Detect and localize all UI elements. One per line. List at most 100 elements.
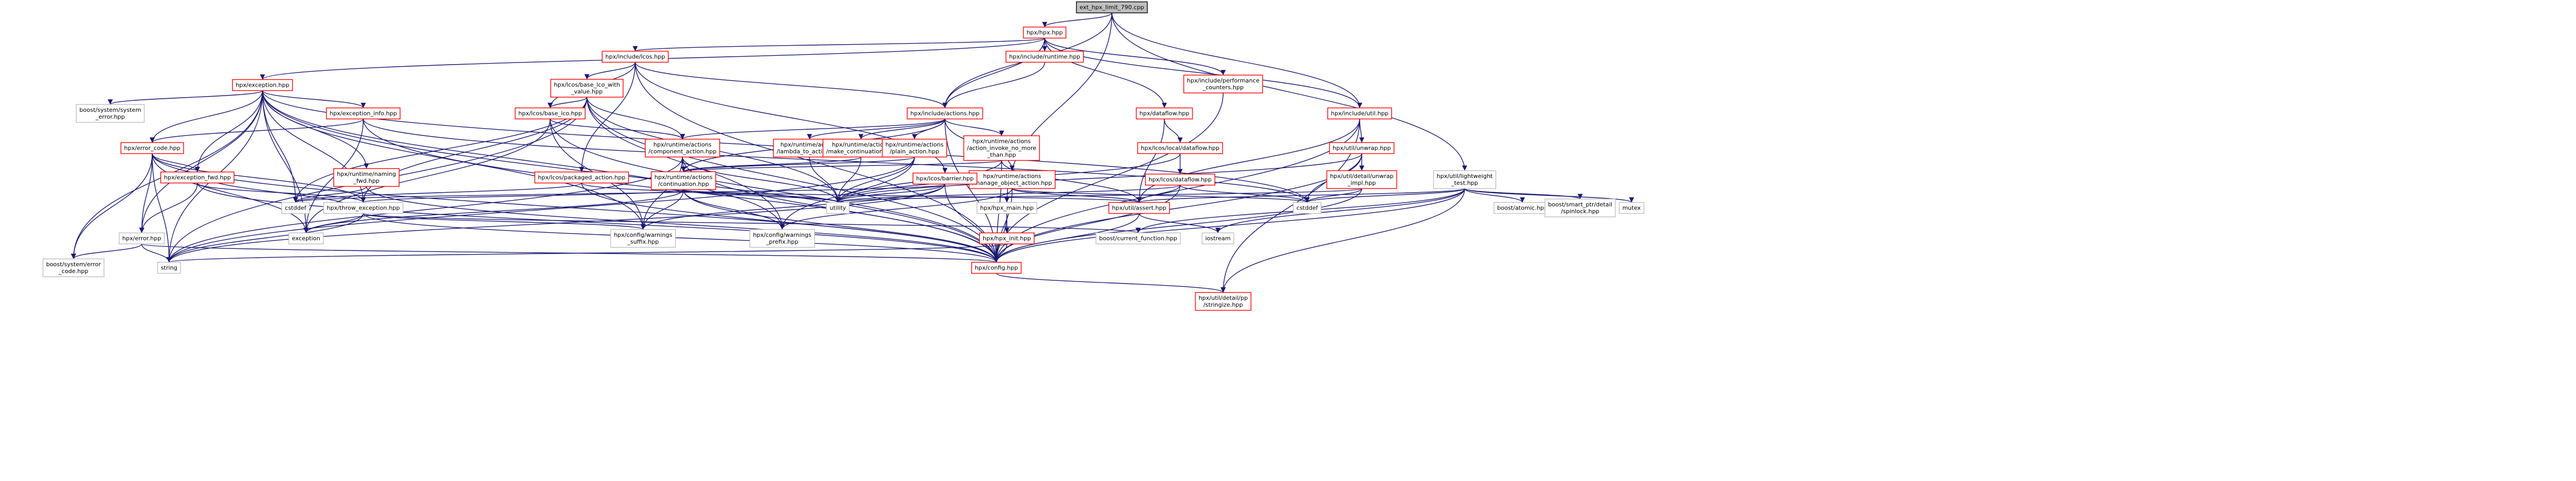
edge-include_actions-to-make_continuation bbox=[858, 119, 945, 140]
edge-layer bbox=[71, 13, 1634, 293]
node-label: hpx/error.hpp bbox=[122, 235, 161, 242]
edge-throw_exception-to-config bbox=[363, 213, 999, 263]
node-continuation[interactable]: hpx/runtime/actions/continuation.hpp bbox=[650, 171, 717, 190]
node-box bbox=[120, 142, 184, 154]
node-label: iostream bbox=[1205, 235, 1231, 242]
node-hpx_init[interactable]: hpx/hpx_init.hpp bbox=[979, 232, 1035, 245]
node-boost_system_error: boost/system/system_error.hpp bbox=[76, 104, 145, 123]
edge-include_util-to-unwrap bbox=[1359, 119, 1364, 143]
node-label: hpx/util/lightweight bbox=[1437, 173, 1493, 180]
node-config[interactable]: hpx/config.hpp bbox=[971, 262, 1022, 274]
node-label: hpx/util/assert.hpp bbox=[1112, 205, 1166, 212]
edge-base_lco_with_value-to-component_action bbox=[586, 97, 685, 140]
node-box bbox=[232, 79, 293, 91]
node-include_lcos[interactable]: hpx/include/lcos.hpp bbox=[602, 50, 669, 63]
edge-include_runtime-to-include_actions bbox=[942, 62, 1045, 108]
edge-component_action-to-warnings_suffix bbox=[640, 156, 683, 230]
node-box bbox=[1195, 292, 1252, 311]
node-hpx_hpp[interactable]: hpx/hpx.hpp bbox=[1023, 26, 1067, 39]
node-local_dataflow[interactable]: hpx/lcos/local/dataflow.hpp bbox=[1137, 142, 1223, 154]
node-warnings_prefix: hpx/config/warnings_prefix.hpp bbox=[749, 229, 815, 248]
node-label: hpx/include/lcos.hpp bbox=[605, 54, 665, 60]
node-base_lco_with_value[interactable]: hpx/lcos/base_lco_with_value.hpp bbox=[550, 79, 624, 98]
edge-error_code-to-string bbox=[152, 153, 172, 263]
node-label: hpx/runtime/actions bbox=[655, 174, 713, 181]
node-unwrap[interactable]: hpx/util/unwrap.hpp bbox=[1329, 142, 1395, 154]
edge-include_lcos-to-base_lco_with_value bbox=[584, 62, 636, 80]
edge-hpx_hpp-to-include_lcos bbox=[633, 37, 1045, 52]
edge-error-to-config bbox=[141, 243, 998, 263]
node-label: boost/atomic.hpp bbox=[1497, 205, 1548, 212]
edge-exception-to-exception_fwd bbox=[195, 90, 263, 172]
node-label: hpx/util/detail/pp bbox=[1198, 295, 1248, 301]
node-box bbox=[157, 262, 181, 274]
edge-throw_exception-to-string bbox=[166, 213, 364, 263]
node-label: _value.hpp bbox=[571, 88, 603, 95]
node-box bbox=[534, 171, 629, 184]
edge-exception-to-error bbox=[139, 90, 263, 233]
node-label: hpx/runtime/actions bbox=[983, 173, 1042, 180]
node-action_invoke[interactable]: hpx/runtime/actions/action_invoke_no_mor… bbox=[963, 135, 1040, 161]
node-exception_fwd[interactable]: hpx/exception_fwd.hpp bbox=[160, 171, 235, 184]
node-exception[interactable]: hpx/exception.hpp bbox=[232, 79, 293, 91]
node-include_actions[interactable]: hpx/include/actions.hpp bbox=[907, 107, 983, 120]
node-box bbox=[1023, 26, 1067, 39]
edge-error-to-string bbox=[141, 244, 172, 263]
node-unwrap_impl[interactable]: hpx/util/detail/unwrap_impl.hpp bbox=[1326, 170, 1397, 189]
edge-lightweight_test-to-boost_atomic bbox=[1464, 188, 1525, 203]
node-label: hpx/runtime/actions bbox=[654, 141, 712, 148]
node-lcos_dataflow[interactable]: hpx/lcos/dataflow.hpp bbox=[1145, 173, 1215, 186]
node-box bbox=[645, 139, 720, 158]
node-error_code[interactable]: hpx/error_code.hpp bbox=[120, 142, 184, 154]
node-component_action[interactable]: hpx/runtime/actions/component_action.hpp bbox=[645, 139, 720, 158]
node-hpx_main: hpx/hpx_main.hpp bbox=[976, 202, 1037, 214]
node-label: hpx/lcos/barrier.hpp bbox=[916, 175, 974, 182]
node-dataflow[interactable]: hpx/dataflow.hpp bbox=[1135, 107, 1193, 120]
edge-unwrap_impl-to-config bbox=[994, 188, 1362, 263]
node-label: hpx/util/detail/unwrap bbox=[1330, 173, 1393, 180]
node-include_util[interactable]: hpx/include/util.hpp bbox=[1327, 107, 1392, 120]
node-label: utility bbox=[829, 205, 846, 212]
node-plain_action[interactable]: hpx/runtime/actions/plain_action.hpp bbox=[881, 139, 948, 158]
node-manage_object_action[interactable]: hpx/runtime/actions/manage_object_action… bbox=[969, 170, 1056, 189]
node-label: hpx/runtime/naming bbox=[337, 171, 396, 177]
node-box bbox=[1095, 232, 1181, 245]
node-lightweight_test: hpx/util/lightweight_test.hpp bbox=[1433, 170, 1497, 189]
node-assert[interactable]: hpx/util/assert.hpp bbox=[1108, 202, 1170, 214]
node-label: hpx/hpx_main.hpp bbox=[980, 205, 1034, 212]
node-box bbox=[1135, 107, 1193, 120]
node-box bbox=[1326, 170, 1397, 189]
node-label: mutex bbox=[1622, 205, 1641, 212]
node-barrier[interactable]: hpx/lcos/barrier.hpp bbox=[912, 172, 977, 185]
node-box bbox=[650, 171, 717, 190]
edge-root-to-include_util bbox=[1111, 13, 1362, 108]
node-box bbox=[1108, 202, 1170, 214]
edge-exception_info-to-error_code bbox=[150, 118, 364, 143]
node-box bbox=[326, 107, 401, 120]
node-cstddef_a: cstddef bbox=[281, 202, 310, 214]
edge-include_actions-to-component_action bbox=[680, 118, 945, 140]
node-box bbox=[969, 170, 1056, 189]
edge-root-to-hpx_hpp bbox=[1042, 13, 1112, 27]
edge-lcos_dataflow-to-utility bbox=[835, 184, 1181, 203]
node-box bbox=[976, 202, 1037, 214]
node-label: hpx/lcos/dataflow.hpp bbox=[1149, 176, 1212, 183]
node-label: hpx/exception_info.hpp bbox=[330, 110, 397, 117]
node-box bbox=[1145, 173, 1215, 186]
node-string: string bbox=[157, 262, 181, 274]
node-label: boost/system/system bbox=[79, 107, 141, 113]
node-include_perf[interactable]: hpx/include/performance_counters.hpp bbox=[1183, 75, 1263, 93]
node-packaged_action[interactable]: hpx/lcos/packaged_action.hpp bbox=[534, 171, 629, 184]
node-naming_fwd[interactable]: hpx/runtime/naming_fwd.hpp bbox=[333, 168, 400, 187]
node-box bbox=[550, 79, 624, 98]
edge-barrier-to-config bbox=[944, 184, 999, 263]
node-include_runtime[interactable]: hpx/include/runtime.hpp bbox=[1005, 50, 1084, 63]
node-stringize[interactable]: hpx/util/detail/pp/stringize.hpp bbox=[1195, 292, 1252, 311]
node-box bbox=[333, 168, 400, 187]
node-exception_info[interactable]: hpx/exception_info.hpp bbox=[326, 107, 401, 120]
node-label: hpx/hpx.hpp bbox=[1026, 29, 1063, 36]
edge-barrier-to-warnings_suffix bbox=[640, 184, 945, 230]
node-label: boost/smart_ptr/detail bbox=[1548, 201, 1612, 208]
node-base_lco[interactable]: hpx/lcos/base_lco.hpp bbox=[514, 107, 586, 120]
node-box bbox=[76, 104, 145, 123]
